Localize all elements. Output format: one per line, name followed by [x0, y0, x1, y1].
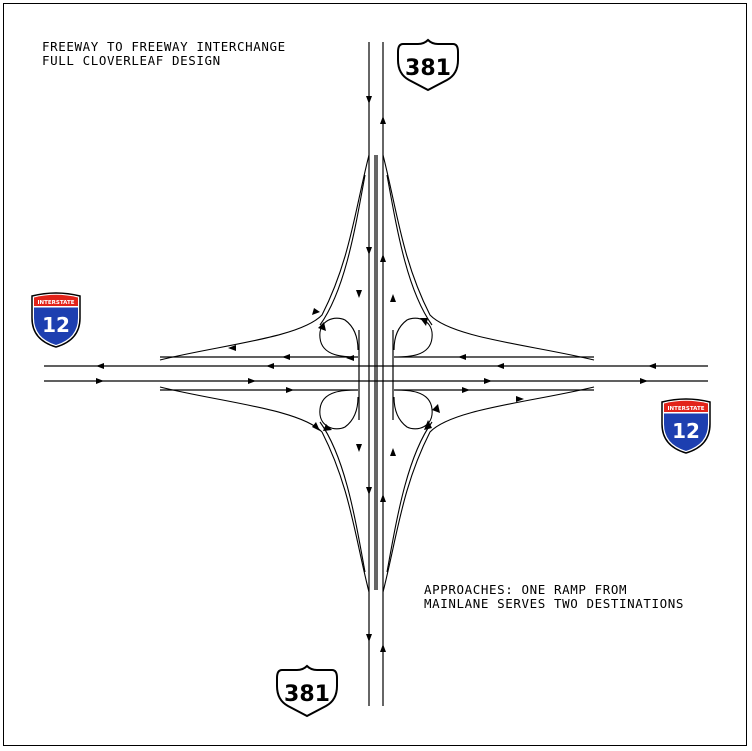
interstate-banner-icon	[34, 294, 78, 306]
arrow-right-icon	[640, 378, 648, 384]
arrow-up-icon	[380, 116, 386, 124]
i-12-shield-right: INTERSTATE 12	[661, 398, 711, 454]
arrow-right-icon	[484, 378, 492, 384]
arrow-up-icon	[390, 448, 396, 456]
loop-nw	[319, 317, 359, 358]
arrow-down-icon	[356, 444, 362, 452]
i-12-mainlanes	[44, 356, 708, 391]
arrow-down-icon	[356, 290, 362, 298]
arrow-right-icon	[516, 396, 524, 402]
arrow-up-icon	[380, 254, 386, 262]
arrow-left-icon	[648, 363, 656, 369]
arrow-ramp-icon	[318, 322, 326, 331]
arrow-down-icon	[366, 96, 372, 104]
arrow-left-icon	[96, 363, 104, 369]
cloverleaf-loops	[319, 317, 433, 430]
interstate-banner-icon	[664, 400, 708, 412]
arrow-right-icon	[96, 378, 104, 384]
ramp-nw-outer	[159, 154, 370, 361]
us-381-shield-bottom: 381	[276, 664, 338, 718]
arrow-up-icon	[380, 644, 386, 652]
loop-sw	[319, 389, 359, 430]
arrow-left-icon	[282, 354, 290, 360]
arrow-ramp-icon	[323, 424, 332, 431]
us-route-shield-icon	[276, 664, 338, 718]
us-route-number: 381	[284, 682, 330, 707]
ramp-sw-inner	[319, 421, 366, 573]
us-route-shield-icon	[397, 38, 459, 92]
arrow-ramp-icon	[312, 308, 320, 315]
loop-se	[393, 389, 433, 430]
arrow-left-icon	[228, 345, 236, 351]
i-12-shield-left: INTERSTATE 12	[31, 292, 81, 348]
arrow-ramp-icon	[432, 404, 440, 413]
arrow-down-icon	[366, 487, 372, 495]
arrow-ramp-icon	[346, 355, 354, 361]
us-381-shield-top: 381	[397, 38, 459, 92]
ramp-se-inner	[386, 421, 433, 573]
interstate-number: 12	[672, 419, 700, 443]
direction-arrows	[96, 96, 656, 652]
outer-connector-ramps	[159, 154, 595, 593]
arrow-left-icon	[458, 354, 466, 360]
diagram-title-line2: FULL CLOVERLEAF DESIGN	[42, 53, 221, 68]
ramp-ne-outer	[382, 154, 595, 361]
arrow-left-icon	[266, 363, 274, 369]
us-381-mainlanes	[358, 42, 394, 706]
arrow-up-icon	[380, 494, 386, 502]
arrow-down-icon	[366, 634, 372, 642]
interstate-banner-text: INTERSTATE	[37, 300, 74, 306]
arrow-ramp-icon	[312, 422, 320, 431]
ramp-se-outer	[382, 386, 595, 593]
interstate-number: 12	[42, 313, 70, 337]
interstate-field-icon	[664, 413, 708, 451]
arrow-down-icon	[366, 247, 372, 255]
arrow-left-icon	[496, 363, 504, 369]
interstate-banner-text: INTERSTATE	[667, 406, 704, 412]
interstate-field-icon	[34, 307, 78, 345]
ramp-ne-inner	[386, 174, 433, 326]
ramp-nw-inner	[319, 174, 366, 326]
note-line2: MAINLANE SERVES TWO DESTINATIONS	[424, 596, 684, 611]
note-line1: APPROACHES: ONE RAMP FROM	[424, 582, 627, 597]
us-route-number: 381	[405, 56, 451, 81]
arrow-ramp-icon	[424, 420, 432, 430]
arrow-right-icon	[462, 387, 470, 393]
arrow-up-icon	[390, 294, 396, 302]
arrow-right-icon	[248, 378, 256, 384]
ramp-sw-outer	[159, 386, 370, 593]
diagram-title-line1: FREEWAY TO FREEWAY INTERCHANGE	[42, 39, 286, 54]
arrow-right-icon	[286, 387, 294, 393]
arrow-ramp-icon	[420, 318, 428, 326]
